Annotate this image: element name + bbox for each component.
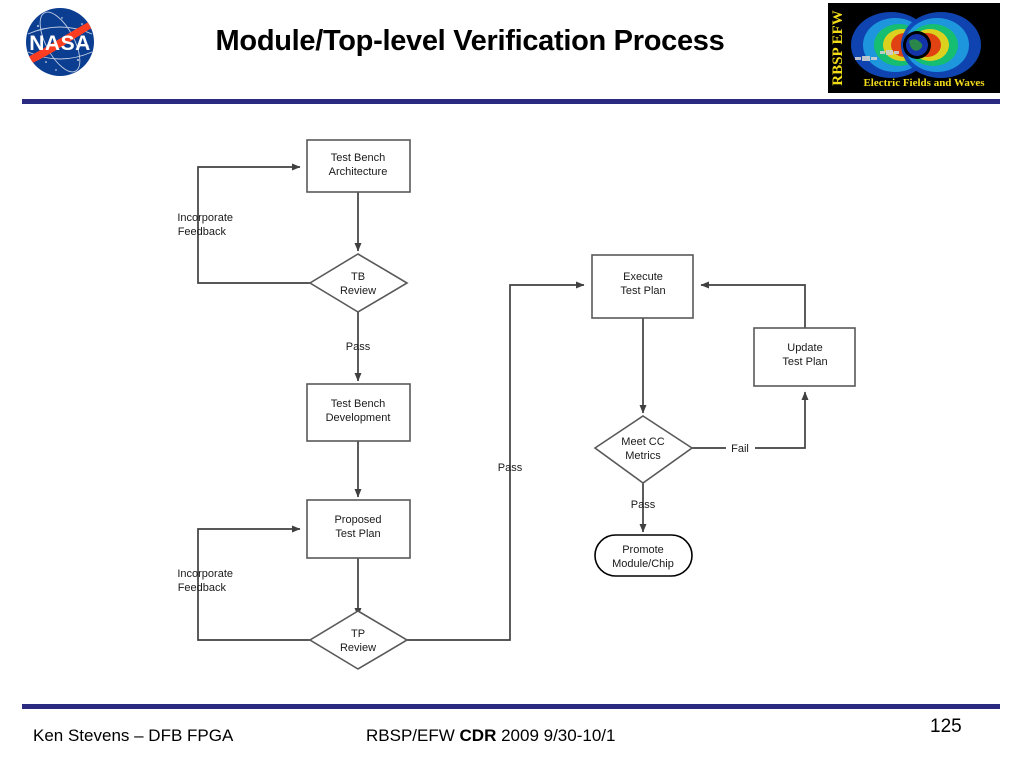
edge-update-to-execute	[700, 281, 806, 328]
node-test-bench-architecture[interactable]: Test Bench Architecture	[306, 139, 411, 193]
svg-text:Meet CC: Meet CC	[621, 436, 664, 448]
svg-text:Review: Review	[340, 642, 376, 654]
footer-divider	[22, 704, 1000, 709]
nasa-meatball-logo: NASA	[12, 4, 108, 84]
footer-event-suffix: 2009 9/30-10/1	[496, 726, 616, 745]
edge-label-incorporate-feedback-top-line1: Incorporate	[177, 212, 233, 224]
footer-event: RBSP/EFW CDR 2009 9/30-10/1	[366, 726, 615, 746]
verification-process-flowchart: Test Bench Architecture TB Review Test B…	[0, 104, 1024, 700]
node-tp-review[interactable]: TP Review	[308, 610, 409, 670]
edge-tbreview-feedback-loop	[197, 163, 310, 284]
footer-author: Ken Stevens – DFB FPGA	[33, 726, 234, 745]
edge-label-cc-pass: Pass	[631, 499, 656, 511]
node-execute-test-plan[interactable]: Execute Test Plan	[591, 254, 694, 319]
svg-text:Test Bench: Test Bench	[331, 398, 385, 410]
node-promote-module-chip[interactable]: Promote Module/Chip	[594, 534, 693, 577]
nasa-wordmark: NASA	[29, 32, 91, 55]
svg-text:Architecture: Architecture	[329, 166, 388, 178]
svg-text:Test Plan: Test Plan	[782, 356, 827, 368]
rbsp-efw-caption: Electric Fields and Waves	[863, 77, 985, 89]
svg-text:Proposed: Proposed	[334, 514, 381, 526]
svg-text:Review: Review	[340, 285, 376, 297]
svg-text:TP: TP	[351, 628, 365, 640]
rbsp-efw-logo: RBSP EFW Electric Fields and Waves	[828, 3, 1000, 93]
node-proposed-test-plan[interactable]: Proposed Test Plan	[306, 499, 411, 559]
svg-text:Development: Development	[326, 412, 391, 424]
edge-label-tb-pass: Pass	[346, 341, 371, 353]
edge-label-incorporate-feedback-top-line2: Feedback	[178, 226, 227, 238]
edge-tpreview-pass-to-execute	[407, 281, 585, 641]
svg-text:Execute: Execute	[623, 271, 663, 283]
rbsp-efw-vertical-text: RBSP EFW	[830, 10, 846, 85]
header-divider	[22, 99, 1000, 104]
node-meet-cc-metrics[interactable]: Meet CC Metrics	[593, 415, 694, 484]
footer-event-prefix: RBSP/EFW	[366, 726, 460, 745]
edge-label-cc-fail-overlay: Fail	[731, 443, 749, 455]
page-number: 125	[930, 716, 962, 737]
svg-text:Update: Update	[787, 342, 822, 354]
page-title: Module/Top-level Verification Process	[215, 25, 725, 57]
edge-label-tp-pass: Pass	[498, 462, 523, 474]
node-update-test-plan[interactable]: Update Test Plan	[753, 327, 856, 387]
edge-label-incorporate-feedback-bottom-line2: Feedback	[178, 582, 227, 594]
svg-text:TB: TB	[351, 271, 365, 283]
svg-text:Test Bench: Test Bench	[331, 152, 385, 164]
node-test-bench-development[interactable]: Test Bench Development	[306, 383, 411, 442]
edge-metrics-fail-to-update	[692, 391, 809, 449]
svg-text:Test Plan: Test Plan	[620, 285, 665, 297]
edge-tpreview-feedback-loop	[197, 525, 310, 641]
edge-label-incorporate-feedback-bottom-line1: Incorporate	[177, 568, 233, 580]
svg-text:Metrics: Metrics	[625, 450, 661, 462]
svg-text:Test Plan: Test Plan	[335, 528, 380, 540]
svg-text:Module/Chip: Module/Chip	[612, 558, 674, 570]
footer-event-bold: CDR	[459, 726, 497, 745]
node-tb-review[interactable]: TB Review	[308, 253, 409, 313]
svg-text:Promote: Promote	[622, 544, 664, 556]
